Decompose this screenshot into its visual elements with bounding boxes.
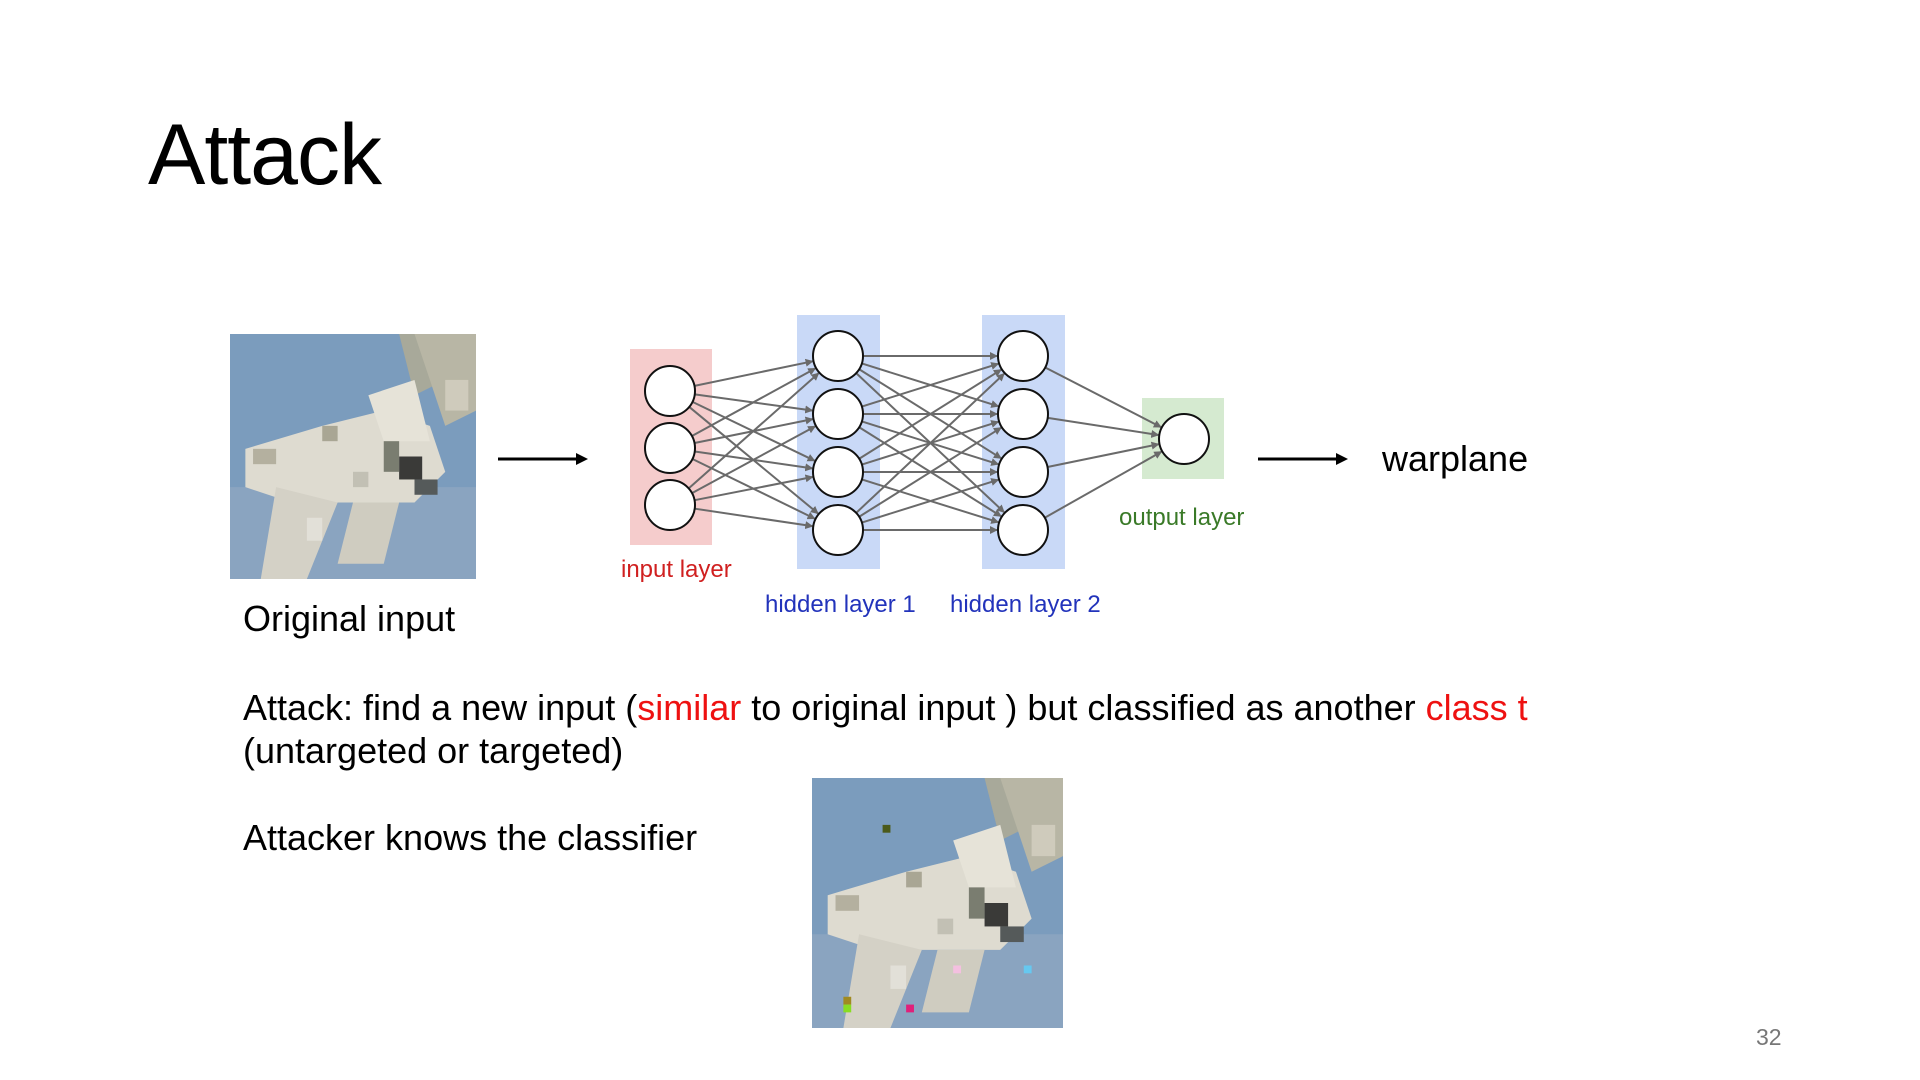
hidden1-node: [812, 330, 864, 382]
input-layer-label: input layer: [621, 556, 732, 583]
arrow-right-icon: [1258, 453, 1348, 465]
attack-type-note: (untargeted or targeted): [243, 730, 624, 771]
hidden-layer-1-label: hidden layer 1: [765, 591, 916, 618]
connection-edge: [694, 358, 814, 387]
hidden1-node: [812, 446, 864, 498]
hidden1-node: [812, 504, 864, 556]
connection-edge: [1044, 450, 1163, 519]
input-node: [644, 479, 696, 531]
connection-edge: [861, 362, 1000, 408]
attack-description: Attack: find a new input (similar to ori…: [243, 686, 1528, 729]
perturbation-pixel: [906, 1004, 914, 1013]
connection-edge: [861, 478, 1000, 524]
attacker-knowledge-text: Attacker knows the classifier: [243, 817, 698, 858]
adversarial-warplane-image: [812, 778, 1063, 1028]
hidden1-node: [812, 388, 864, 440]
perturbation-pixel: [882, 824, 891, 833]
connection-edge: [694, 474, 814, 502]
original-input-caption: Original input: [243, 598, 456, 639]
perturbation-pixel: [953, 965, 962, 974]
connection-edge: [691, 367, 817, 437]
perturbation-pixel: [843, 1004, 852, 1013]
connection-edge: [1047, 416, 1160, 438]
output-class-label: warplane: [1382, 438, 1529, 479]
perturbation-pixel: [843, 996, 852, 1005]
connection-edge: [688, 372, 820, 490]
output-node: [1158, 413, 1210, 465]
connection-edge: [694, 507, 814, 530]
hidden-layer-2-label: hidden layer 2: [950, 591, 1101, 618]
connection-edge: [1044, 366, 1162, 428]
page-number: 32: [1756, 1024, 1782, 1050]
attack-text-part: Attack: find a new input (: [243, 687, 638, 728]
connection-edge: [855, 373, 1005, 514]
input-node: [644, 422, 696, 474]
hidden2-node: [997, 446, 1049, 498]
hidden2-node: [997, 388, 1049, 440]
original-warplane-image: [230, 334, 476, 579]
similar-highlight: similar: [637, 687, 742, 728]
input-node: [644, 365, 696, 417]
connection-edge: [858, 426, 1002, 518]
connection-edge: [691, 425, 817, 494]
perturbation-pixel: [1023, 965, 1032, 974]
attack-text-part: to original input ) but classified as an…: [741, 687, 1426, 728]
output-layer-label: output layer: [1119, 504, 1244, 531]
connection-edge: [858, 368, 1002, 460]
arrow-right-icon: [498, 453, 588, 465]
hidden2-node: [997, 504, 1049, 556]
hidden2-node: [997, 330, 1049, 382]
connection-edge: [1047, 441, 1160, 468]
class-t-highlight: class t: [1425, 687, 1528, 728]
slide-title: Attack: [148, 107, 382, 203]
